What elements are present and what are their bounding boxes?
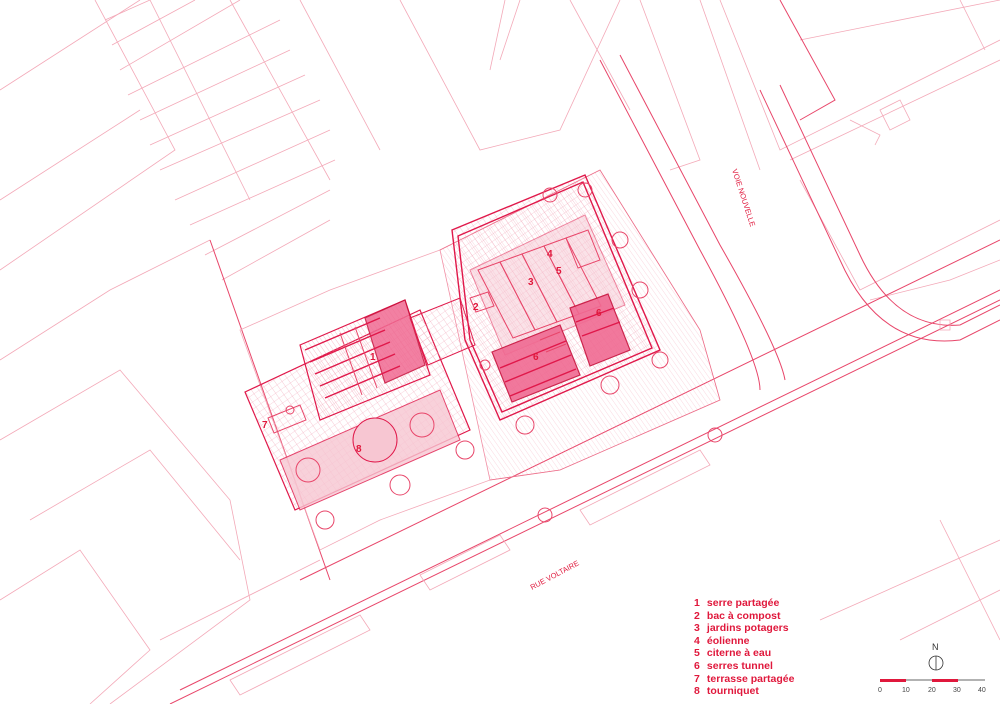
legend-item: 7 terrasse partagée	[694, 672, 795, 685]
svg-text:30: 30	[953, 687, 961, 694]
marker-1: 1	[370, 352, 376, 363]
marker-6b: 6	[596, 308, 602, 319]
marker-4: 4	[547, 249, 553, 260]
legend-item: 8 tourniquet	[694, 685, 759, 698]
marker-7: 7	[262, 420, 268, 431]
marker-6a: 6	[533, 352, 539, 363]
north-arrow: N	[928, 642, 944, 671]
legend-item: 1 serre partagée	[694, 597, 780, 609]
svg-text:20: 20	[928, 687, 936, 694]
legend-item: 4 éolienne	[694, 634, 750, 647]
marker-2: 2	[473, 302, 479, 313]
legend-item: 2 bac à compost	[694, 609, 781, 622]
plan-legend: 1 serre partagée 2 bac à compost 3 jardi…	[694, 597, 794, 698]
svg-text:40: 40	[978, 687, 986, 694]
legend-item: 6 serres tunnel	[694, 659, 773, 672]
streets	[169, 0, 1000, 704]
street-label-east: VOIE NOUVELLE	[730, 168, 757, 228]
north-arrow-label: N	[932, 642, 939, 652]
marker-3: 3	[528, 277, 534, 288]
svg-text:10: 10	[902, 687, 910, 694]
svg-text:0: 0	[878, 687, 882, 694]
marker-5: 5	[556, 266, 562, 277]
east-building	[451, 174, 661, 421]
plan-markers: 1 2 3 4 5 6 6 7 8	[262, 249, 602, 455]
west-building	[244, 299, 471, 511]
scale-bar: 0 10 20 30 40	[878, 679, 986, 694]
street-label-south: RUE VOLTAIRE	[529, 559, 581, 592]
legend-item: 5 citerne à eau	[694, 647, 772, 660]
trees	[315, 231, 723, 530]
legend-item: 3 jardins potagers	[694, 622, 789, 635]
marker-8: 8	[356, 444, 362, 455]
